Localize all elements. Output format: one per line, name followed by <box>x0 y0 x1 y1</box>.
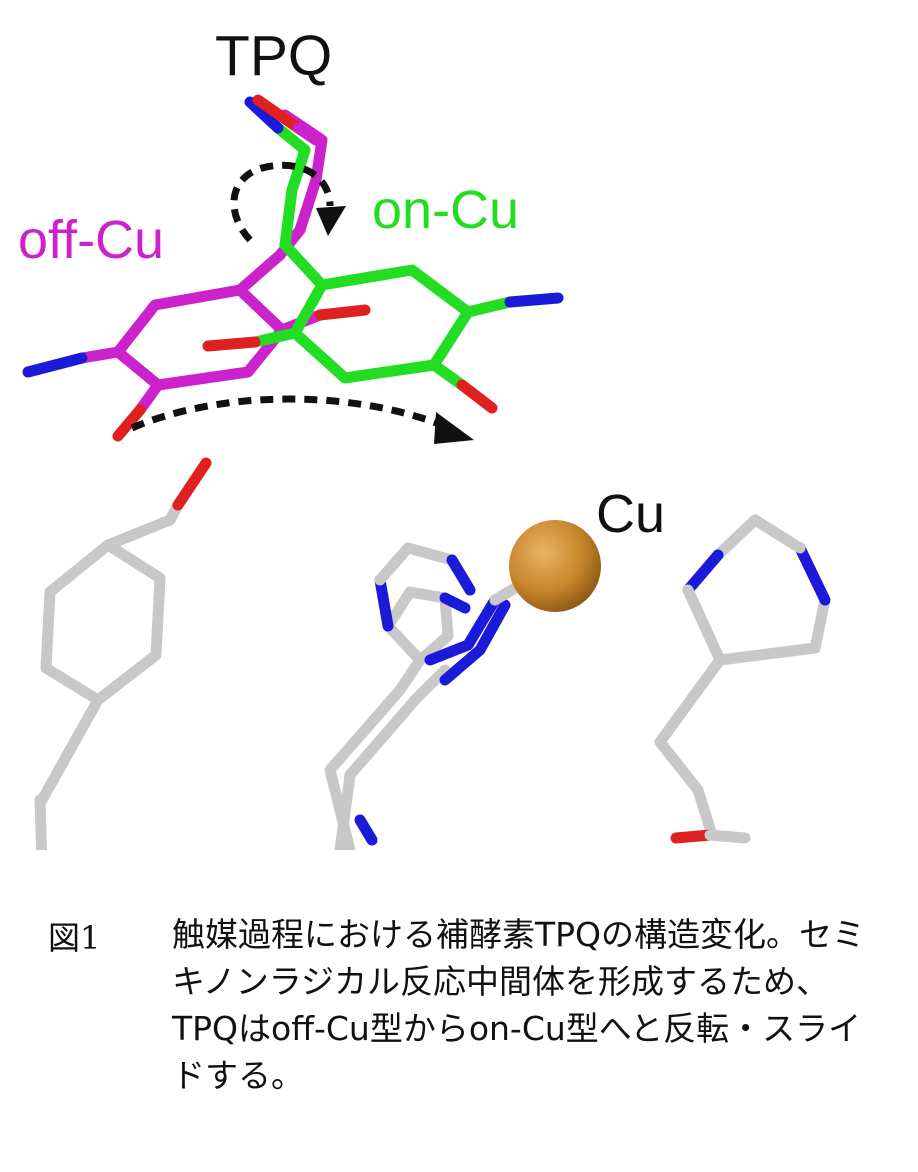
histidine-residue-right <box>654 514 831 844</box>
copper-ion <box>509 520 601 612</box>
cu-label: Cu <box>596 484 665 544</box>
rotation-arrow <box>230 161 346 243</box>
on-cu-tpq-molecule <box>202 94 564 414</box>
slide-arrow <box>130 395 474 444</box>
caption-text: 触媒過程における補酵素TPQの構造変化。セミキノンラジカル反応中間体を形成するた… <box>172 915 866 1095</box>
on-cu-label: on-Cu <box>372 180 519 240</box>
off-cu-label: off-Cu <box>18 210 164 270</box>
figure-caption: 図1 触媒過程における補酵素TPQの構造変化。セミキノンラジカル反応中間体を形成… <box>0 895 918 1125</box>
tpq-label: TPQ <box>215 24 332 88</box>
figure-number: 図1 <box>48 919 101 957</box>
histidine-residue-center <box>324 542 521 850</box>
tyrosine-residue <box>34 457 212 850</box>
tpq-structure-figure: TPQ on-Cu off-Cu Cu <box>18 24 831 850</box>
